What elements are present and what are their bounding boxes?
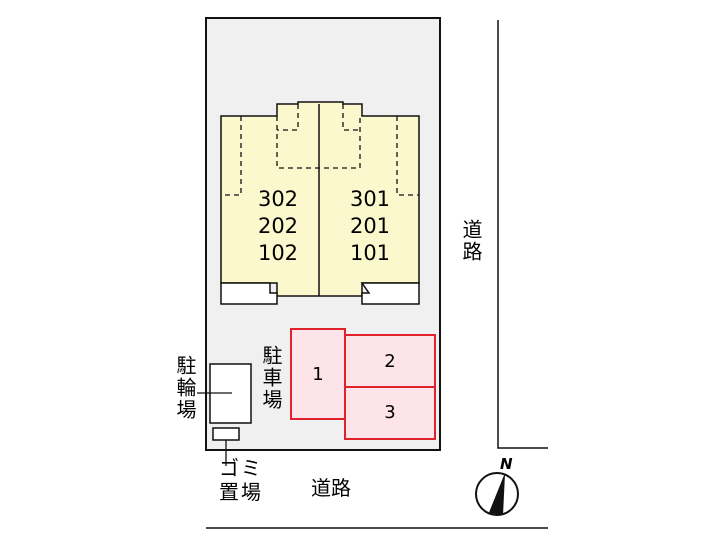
compass-line bbox=[488, 473, 506, 515]
east-road-edge bbox=[497, 20, 548, 449]
unit-202: 202 bbox=[257, 214, 299, 238]
unit-102: 102 bbox=[257, 241, 299, 265]
parking-slot-1 bbox=[290, 328, 346, 420]
garbage-area bbox=[212, 427, 240, 441]
building bbox=[220, 101, 420, 297]
garbage-area-label: ゴミ置場 bbox=[211, 456, 271, 504]
road-east-label: 道路 bbox=[459, 219, 483, 263]
parking-slot-1-label: 1 bbox=[312, 364, 324, 385]
road-south-label: 道路 bbox=[311, 476, 351, 500]
parking-slot-2 bbox=[344, 334, 436, 388]
unit-302: 302 bbox=[257, 187, 299, 211]
parking-label: 駐車場 bbox=[259, 345, 283, 411]
unit-301: 301 bbox=[349, 187, 391, 211]
compass-north-label: N bbox=[500, 455, 513, 473]
parking-slot-2-label: 2 bbox=[384, 351, 396, 372]
right-unit-numbers: 301 201 101 bbox=[335, 186, 405, 267]
parking-slot-3 bbox=[344, 386, 436, 440]
parking-slot-3-label: 3 bbox=[384, 402, 396, 423]
unit-101: 101 bbox=[349, 241, 391, 265]
bicycle-parking-label: 駐輪場 bbox=[173, 355, 197, 421]
entrance-left bbox=[220, 282, 278, 305]
garbage-area-text: ゴミ置場 bbox=[219, 456, 263, 504]
entrance-right bbox=[360, 282, 420, 305]
balcony-lines bbox=[221, 104, 419, 196]
left-unit-numbers: 302 202 102 bbox=[243, 186, 313, 267]
unit-201: 201 bbox=[349, 214, 391, 238]
